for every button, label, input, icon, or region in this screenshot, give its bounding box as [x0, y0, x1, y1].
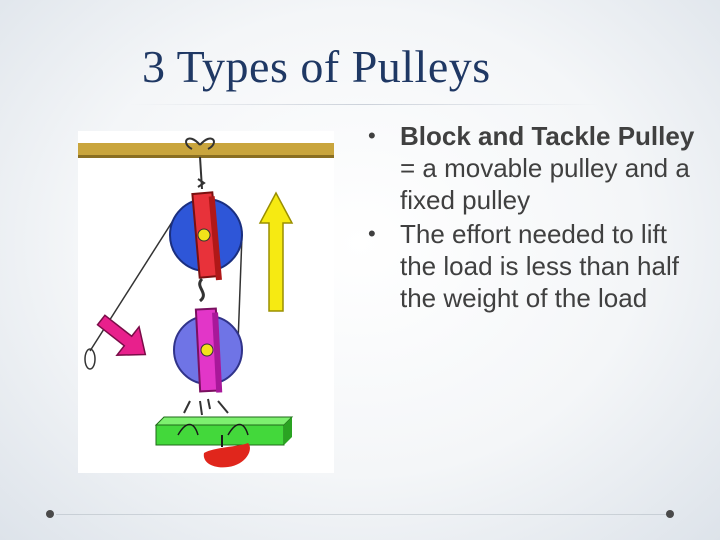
bullet-lead-text: Block and Tackle Pulley — [400, 121, 695, 151]
bottom-divider — [56, 514, 668, 515]
title-divider — [130, 104, 600, 105]
lift-direction-arrow-icon — [258, 191, 294, 312]
load-block — [155, 424, 285, 446]
connector-link — [198, 277, 205, 303]
bullet-marker: • — [368, 221, 376, 246]
bullet-item: • The effort needed to lift the load is … — [366, 218, 706, 314]
pull-rope — [89, 218, 175, 352]
pulley-figure — [78, 131, 334, 473]
axle — [197, 228, 211, 242]
block-and-tackle-pulley-diagram — [78, 137, 334, 468]
weight-icon — [203, 443, 250, 468]
slide-title: 3 Types of Pulleys — [142, 41, 491, 92]
bullet-text: = a movable pulley and a fixed pulley — [400, 153, 690, 215]
bullet-list: • Block and Tackle Pulley = a movable pu… — [366, 120, 706, 316]
bullet-marker: • — [368, 123, 376, 148]
effort-direction-arrow-icon — [96, 314, 147, 356]
pull-ring — [84, 348, 96, 370]
ceiling-beam — [78, 143, 334, 157]
bullet-item: • Block and Tackle Pulley = a movable pu… — [366, 120, 706, 216]
tie-knot — [185, 137, 215, 150]
bullet-text: The effort needed to lift the load is le… — [400, 219, 679, 313]
corner-dot-left — [46, 510, 54, 518]
corner-dot-right — [666, 510, 674, 518]
